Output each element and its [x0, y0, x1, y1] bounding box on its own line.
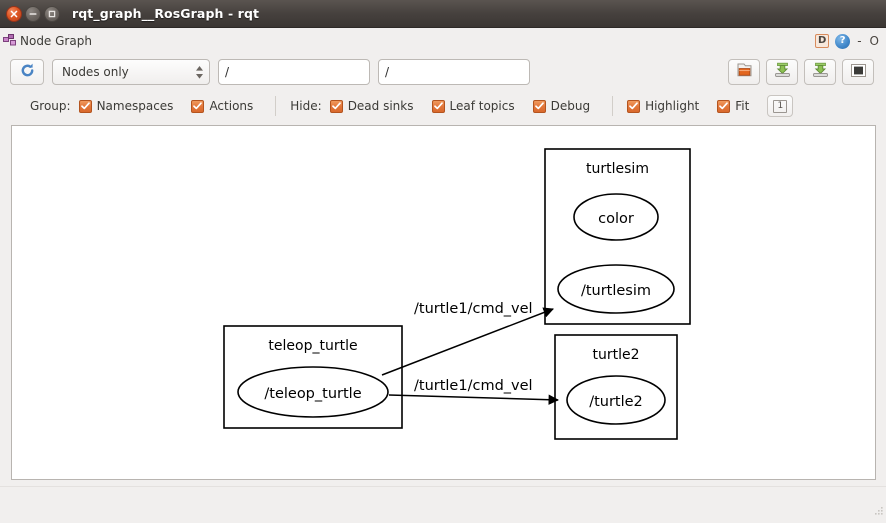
checkbox-actions[interactable]: Actions [191, 99, 253, 113]
save-dot-button[interactable] [766, 59, 798, 85]
fullscreen-button[interactable] [842, 59, 874, 85]
graph-type-select[interactable]: Nodes only [52, 59, 210, 85]
checkbox-leaf-topics[interactable]: Leaf topics [431, 99, 515, 113]
dock-panel-header: Node Graph D ? - O [0, 28, 886, 54]
check-icon [329, 99, 343, 113]
filter-include-input[interactable]: / [218, 59, 370, 85]
dock-controls: D ? - O [815, 33, 880, 49]
hide-label: Hide: [290, 99, 322, 113]
checkbox-debug-label: Debug [550, 99, 591, 113]
maximize-icon[interactable] [44, 5, 60, 22]
check-icon [627, 99, 641, 113]
chevron-updown-icon [196, 65, 203, 79]
check-icon [78, 99, 92, 113]
dock-close-button[interactable]: O [869, 34, 879, 48]
zoom-level-label: 1 [773, 99, 788, 113]
checkbox-actions-label: Actions [209, 99, 254, 113]
check-icon [532, 99, 546, 113]
checkbox-dead-sinks[interactable]: Dead sinks [329, 99, 414, 113]
graph-toolbar: Nodes only / / [0, 54, 886, 90]
filter-exclude-input[interactable]: / [378, 59, 530, 85]
node-label: /teleop_turtle [264, 386, 361, 402]
cluster-turtle2[interactable]: turtle2 [554, 334, 678, 440]
graph-node-turtlesim[interactable]: /turtlesim [557, 264, 675, 314]
group-label: Group: [30, 99, 71, 113]
checkbox-namespaces-label: Namespaces [96, 99, 174, 113]
edge-teleop-to-turtle2[interactable]: /turtle1/cmd_vel [388, 378, 560, 405]
graph-node-turtle2[interactable]: /turtle2 [566, 375, 666, 425]
filled-square-icon [850, 63, 867, 82]
node-label: /turtlesim [581, 283, 651, 299]
window-title: rqt_graph__RosGraph - rqt [72, 6, 260, 21]
check-icon [191, 99, 205, 113]
checkbox-debug[interactable]: Debug [532, 99, 591, 113]
folder-open-icon [736, 62, 753, 82]
checkbox-namespaces[interactable]: Namespaces [78, 99, 174, 113]
cluster-turtlesim[interactable]: turtlesim [544, 148, 691, 325]
divider [275, 96, 277, 116]
filter-exclude-value: / [385, 65, 390, 79]
graph-node-color[interactable]: color [573, 193, 659, 241]
graph-node-teleop-turtle[interactable]: /teleop_turtle [237, 366, 389, 418]
undock-icon[interactable]: D [815, 34, 830, 48]
node-label: color [598, 211, 634, 227]
refresh-icon [19, 62, 36, 83]
check-icon [717, 99, 731, 113]
cluster-label: turtle2 [592, 347, 639, 363]
status-bar [0, 486, 886, 523]
divider [612, 96, 614, 116]
check-icon [431, 99, 445, 113]
dock-title-label: Node Graph [20, 34, 92, 48]
graph-options-bar: Group: Namespaces Actions Hide: Dead sin… [0, 90, 886, 122]
graph-type-value: Nodes only [62, 65, 129, 79]
title-bar: rqt_graph__RosGraph - rqt [0, 0, 886, 28]
dock-minimize-button[interactable]: - [857, 34, 862, 48]
edge-teleop-to-turtlesim[interactable]: /turtle1/cmd_vel [381, 301, 554, 376]
checkbox-fit[interactable]: Fit [717, 99, 749, 113]
save-image-icon [812, 62, 829, 82]
load-dot-button[interactable] [728, 59, 760, 85]
checkbox-highlight-label: Highlight [645, 99, 700, 113]
node-label: /turtle2 [589, 394, 643, 410]
graph-svg: turtlesim teleop_turtle turtle2 /turtle1… [223, 148, 691, 440]
refresh-button[interactable] [10, 59, 44, 85]
edge-label: /turtle1/cmd_vel [414, 301, 533, 317]
toolbar-right-buttons [728, 59, 874, 85]
minimize-icon[interactable] [25, 5, 41, 22]
node-graph-icon [3, 33, 17, 50]
checkbox-highlight[interactable]: Highlight [627, 99, 699, 113]
checkbox-fit-label: Fit [735, 99, 750, 113]
close-icon[interactable] [6, 5, 22, 22]
checkbox-leaf-topics-label: Leaf topics [449, 99, 515, 113]
checkbox-dead-sinks-label: Dead sinks [347, 99, 414, 113]
dock-title-group: Node Graph [3, 33, 92, 50]
graph-canvas[interactable]: turtlesim teleop_turtle turtle2 /turtle1… [11, 125, 876, 480]
save-image-button[interactable] [804, 59, 836, 85]
help-icon[interactable]: ? [835, 33, 851, 49]
resize-grip[interactable] [872, 502, 884, 521]
edge-label: /turtle1/cmd_vel [414, 378, 533, 394]
cluster-label: teleop_turtle [268, 338, 357, 354]
save-dot-icon [774, 62, 791, 82]
filter-include-value: / [225, 65, 230, 79]
cluster-teleop-turtle[interactable]: teleop_turtle [223, 325, 403, 429]
cluster-label: turtlesim [586, 161, 649, 177]
zoom-reset-button[interactable]: 1 [767, 95, 794, 117]
